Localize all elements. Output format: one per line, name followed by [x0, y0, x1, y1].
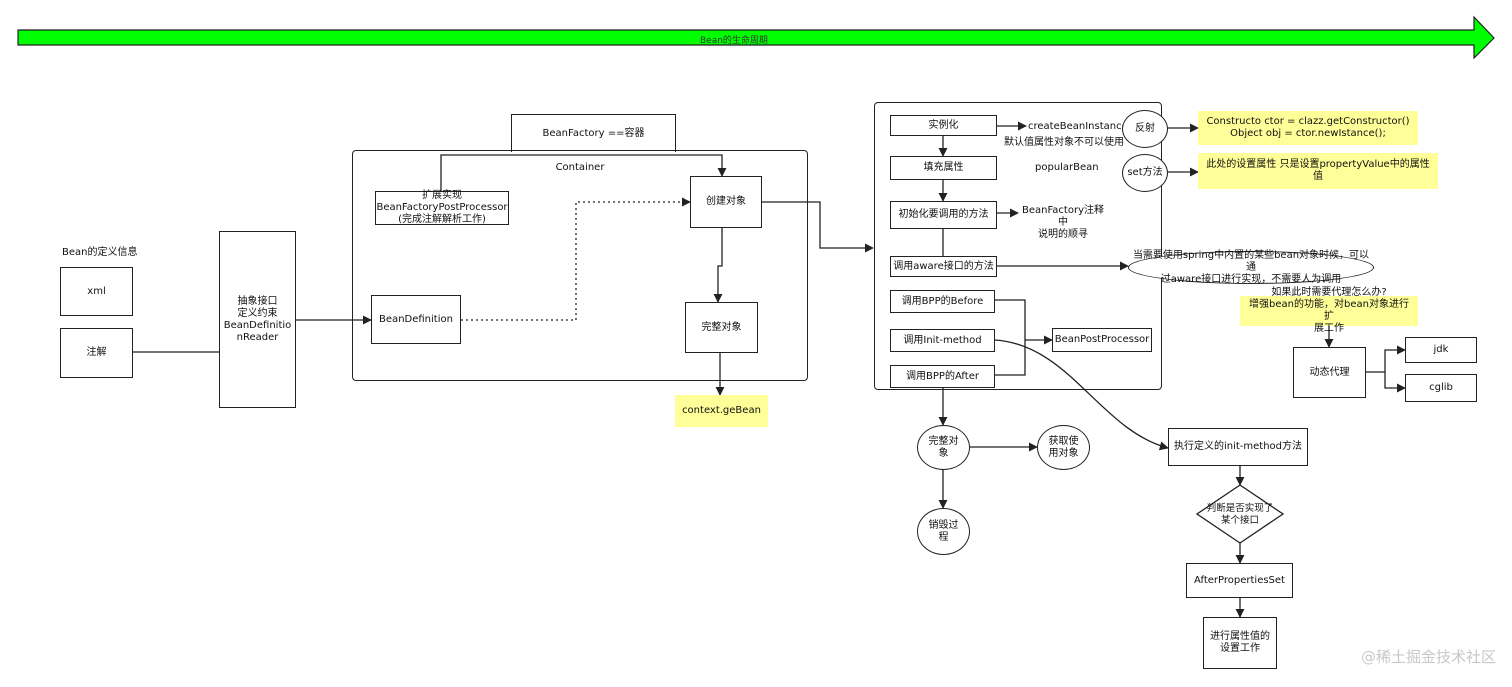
set-value-box: 进行属性值的 设置工作: [1203, 617, 1277, 669]
get-use-circle: 获取使 用对象: [1037, 425, 1090, 470]
bean-factory-postprocessor-box: 扩展实现 BeanFactoryPostProcessor (完成注解解析工作): [375, 190, 509, 225]
cglib-box: cglib: [1405, 374, 1477, 402]
fill-properties-box: 填充属性: [890, 156, 997, 180]
init-method-box: 调用Init-method: [890, 329, 995, 352]
create-bean-instance-label: createBeanInstance: [1028, 121, 1128, 132]
bean-factory-title: BeanFactory ==容器: [511, 114, 676, 152]
judge-label: 判断是否实现了 某个接口: [1206, 503, 1274, 526]
dynamic-proxy-box: 动态代理: [1293, 347, 1366, 398]
complete-object-box: 完整对象: [685, 302, 758, 353]
execute-init-method-box: 执行定义的init-method方法: [1168, 428, 1308, 466]
bpp-before-box: 调用BPP的Before: [890, 290, 995, 313]
bean-definition-box: BeanDefinition: [371, 295, 461, 344]
reflect-ellipse: 反射: [1122, 110, 1168, 148]
reflect-note: Constructo ctor = clazz.getConstructor()…: [1198, 111, 1418, 145]
complete-object-circle: 完整对 象: [917, 425, 970, 470]
bpp-after-box: 调用BPP的After: [890, 365, 995, 388]
set-note: 此处的设置属性 只是设置propertyValue中的属性值: [1198, 153, 1438, 189]
popular-bean-label: popularBean: [1035, 162, 1099, 173]
jdk-box: jdk: [1405, 337, 1477, 363]
proxy-note: 如果此时需要代理怎么办? 增强bean的功能，对bean对象进行扩 展工作: [1240, 287, 1418, 334]
annotation-box: 注解: [60, 328, 133, 378]
bean-definition-reader-box: 抽象接口 定义约束 BeanDefinitio nReader: [219, 231, 296, 408]
lifecycle-frame: [874, 102, 1162, 390]
banner-title: Bean的生命周期: [700, 36, 768, 46]
aware-box: 调用aware接口的方法: [890, 256, 997, 277]
create-object-box: 创建对象: [690, 176, 762, 228]
get-bean-note: context.geBean: [675, 395, 768, 427]
lifecycle-banner-arrow: [17, 15, 1495, 60]
after-properties-set-box: AfterPropertiesSet: [1186, 563, 1293, 598]
aware-note-ellipse: 当需要使用spring中内置的某些bean对象时候，可以通 过aware接口进行…: [1128, 250, 1374, 285]
xml-box: xml: [60, 267, 133, 316]
set-method-ellipse: set方法: [1122, 154, 1168, 192]
container-label: Container: [555, 162, 605, 173]
judge-diamond: [1195, 484, 1285, 544]
instantiate-box: 实例化: [890, 115, 997, 136]
watermark: @稀土掘金技术社区: [1360, 648, 1496, 666]
destroy-circle: 销毁过 程: [917, 508, 970, 555]
init-note-label: BeanFactory注释中 说明的顺寻: [1021, 205, 1104, 240]
bean-post-processor-box: BeanPostProcessor: [1052, 328, 1152, 352]
container-frame: [352, 150, 808, 381]
default-value-label: 默认值属性对象不可以使用: [1004, 137, 1124, 148]
init-method-call-box: 初始化要调用的方法: [890, 201, 997, 229]
definition-info-label: Bean的定义信息: [62, 247, 138, 258]
